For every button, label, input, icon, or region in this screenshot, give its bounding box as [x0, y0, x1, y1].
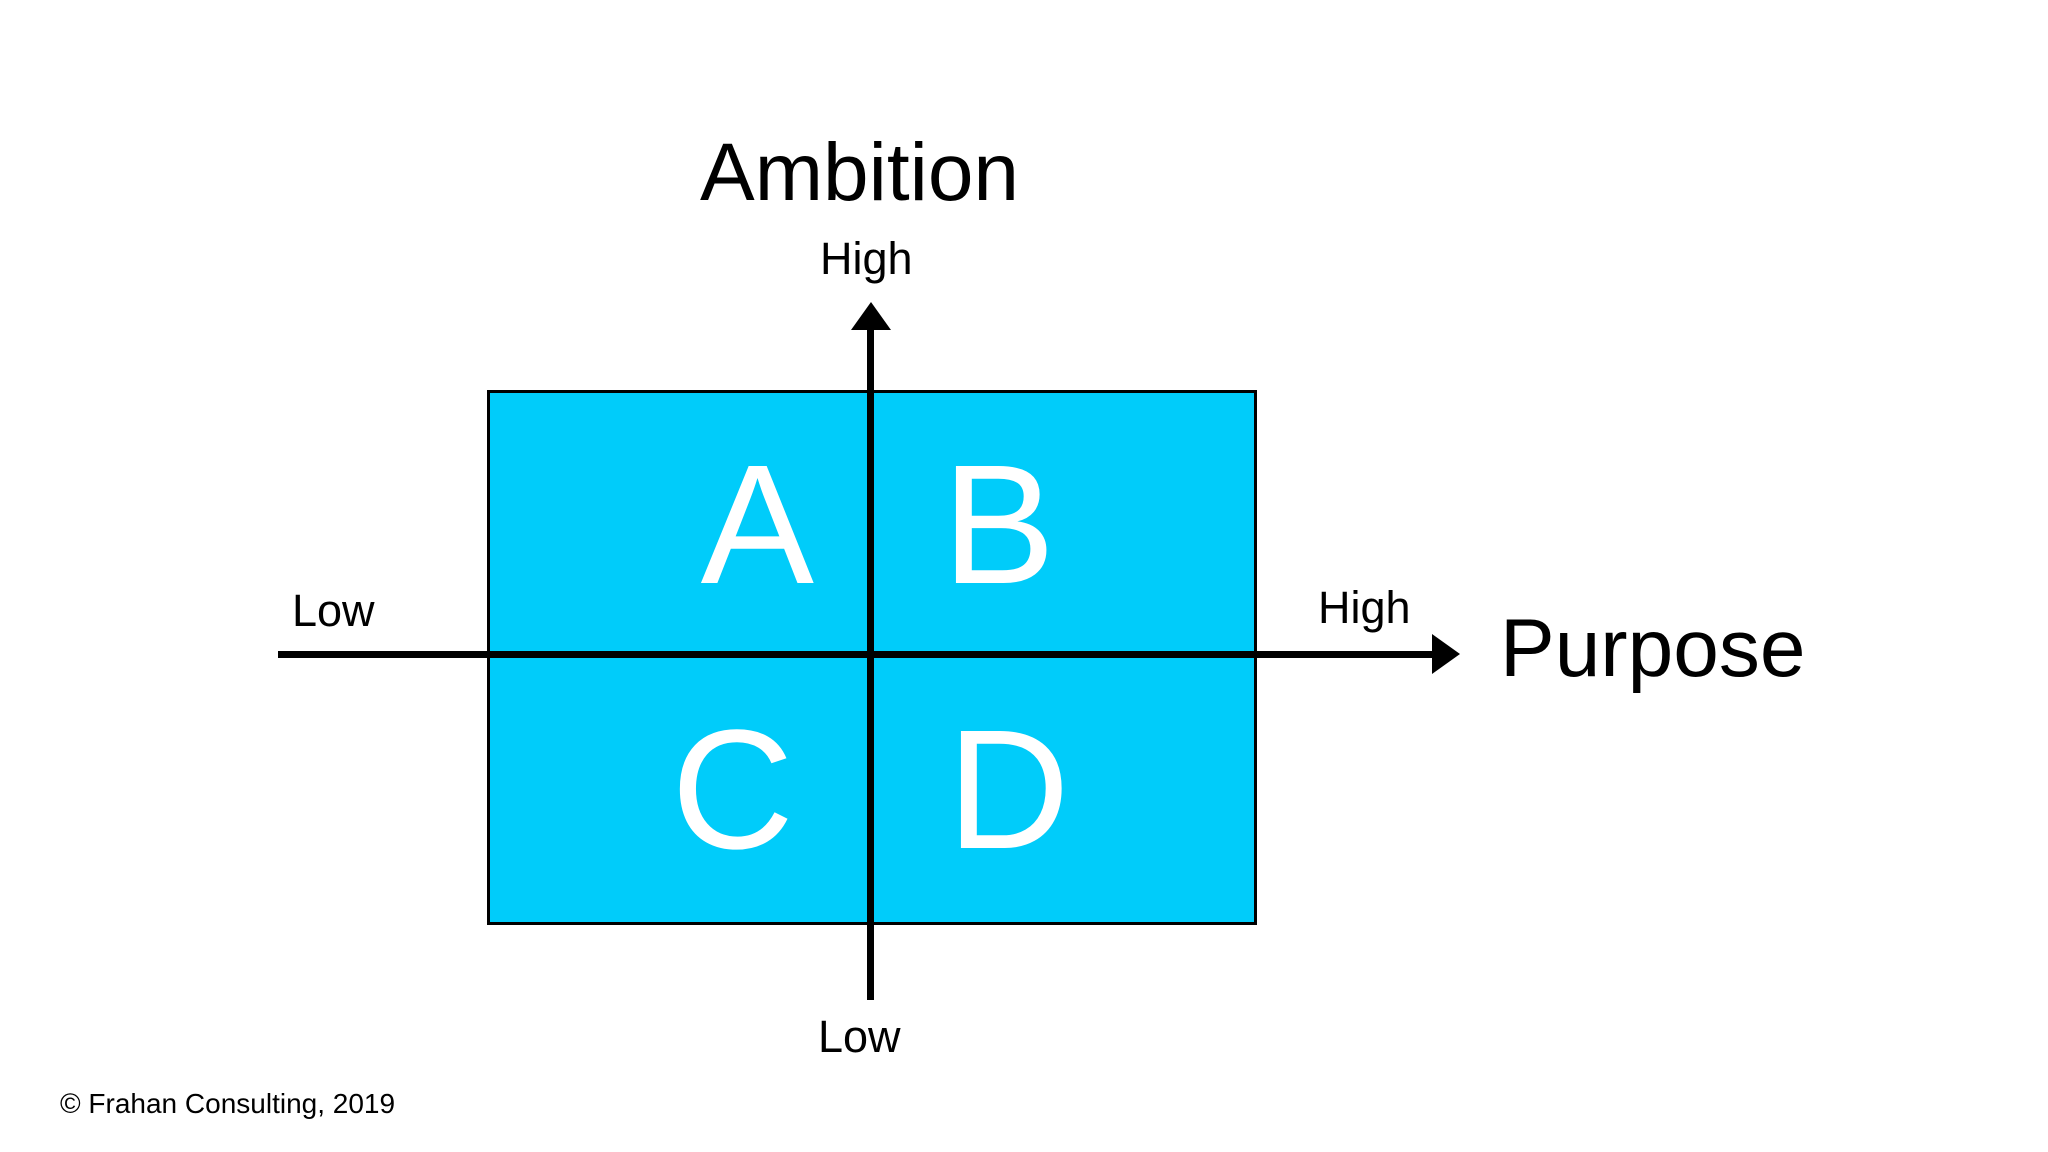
x-axis-line	[278, 651, 1438, 658]
x-axis-high-label: High	[1318, 582, 1411, 633]
y-axis-high-label: High	[820, 233, 913, 284]
quadrant-c[interactable]: C	[490, 658, 872, 923]
quadrant-d[interactable]: D	[872, 658, 1254, 923]
y-axis-title: Ambition	[700, 127, 1020, 218]
quadrant-a[interactable]: A	[490, 393, 872, 658]
x-axis-arrow-icon	[1432, 634, 1460, 674]
copyright-notice: © Frahan Consulting, 2019	[60, 1088, 396, 1119]
y-axis-arrow-icon	[851, 302, 891, 330]
quadrant-b-label: B	[942, 430, 1056, 621]
x-axis-title: Purpose	[1500, 603, 1806, 694]
quadrant-c-label: C	[671, 694, 794, 885]
y-axis-line	[867, 328, 874, 1000]
quadrant-a-label: A	[700, 430, 814, 621]
quadrant-d-label: D	[947, 694, 1070, 885]
x-axis-low-label: Low	[292, 585, 375, 636]
y-axis-low-label: Low	[818, 1011, 901, 1062]
quadrant-b[interactable]: B	[872, 393, 1254, 658]
